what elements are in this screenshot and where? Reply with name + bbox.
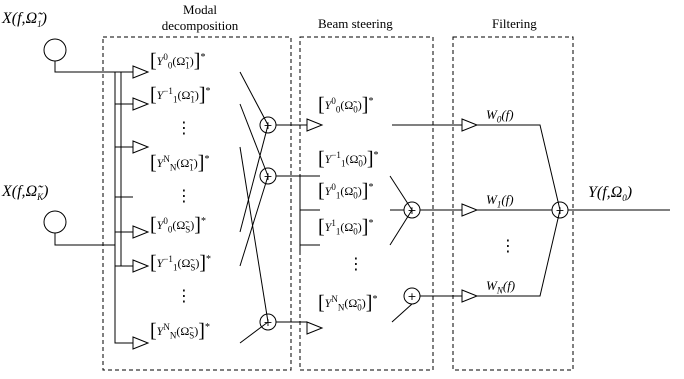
vdots: ⋮ — [176, 118, 192, 137]
modal-coeff-4: [Y00(Ω̃S)]* — [150, 214, 206, 236]
filtering-box — [452, 36, 574, 371]
modal-gain-4 — [132, 225, 150, 239]
beam-gain-2 — [306, 321, 324, 335]
plus-sign: + — [263, 170, 272, 183]
filter-gain-N — [461, 289, 479, 303]
beam-header: Beam steering — [318, 16, 393, 31]
modal-gain-5 — [132, 259, 150, 273]
plus-sign: + — [263, 119, 272, 132]
input-K-label: X(f,Ω̃K) — [2, 183, 49, 203]
vdots: ⋮ — [176, 186, 192, 205]
filter-header: Filtering — [492, 16, 537, 31]
vdots: ⋮ — [348, 254, 364, 273]
filter-gain-0 — [461, 118, 479, 132]
modal-gain-6 — [132, 336, 150, 350]
modal-coeff-6: [YNN(Ω̃S)]* — [150, 320, 210, 342]
filter-gain-1 — [461, 203, 479, 217]
filter-label-1: W1(f) — [486, 192, 514, 210]
beam-coeff-3: [Y01(Ω̃0)]* — [318, 180, 374, 202]
modal-gain-3 — [132, 140, 150, 154]
output-label: Y(f,Ω0) — [588, 184, 633, 204]
modal-gain-1 — [132, 65, 150, 79]
filter-label-N: WN(f) — [486, 278, 516, 296]
filter-label-0: W0(f) — [486, 107, 514, 125]
plus-sign: + — [407, 204, 416, 217]
modal-decomposition-box — [102, 36, 292, 371]
plus-sign: + — [263, 316, 272, 329]
beam-coeff-2: [Y−11(Ω̃0)]* — [318, 148, 379, 170]
plus-sign: + — [407, 290, 416, 303]
modal-gain-2 — [132, 97, 150, 111]
input-1-label: X(f,Ω̃1) — [2, 10, 47, 30]
beam-gain-1 — [306, 118, 324, 132]
input-source-1 — [43, 38, 67, 62]
beam-coeff-4: [Y11(Ω̃0)]* — [318, 216, 374, 238]
vdots: ⋮ — [176, 286, 192, 305]
input-source-K — [43, 210, 67, 234]
modal-coeff-2: [Y−11(Ω̃1)]* — [150, 84, 211, 106]
modal-coeff-3: [YNN(Ω̃1)]* — [150, 152, 210, 174]
plus-sign: + — [555, 204, 564, 217]
modal-coeff-5: [Y−11(Ω̃S)]* — [150, 252, 212, 274]
beam-coeff-5: [YNN(Ω̃0)]* — [318, 292, 378, 314]
modal-coeff-1: [Y00(Ω̃1)]* — [150, 50, 206, 72]
modal-header: Modal decomposition — [161, 2, 239, 33]
beam-coeff-1: [Y00(Ω̃0)]* — [318, 94, 374, 116]
vdots: ⋮ — [500, 236, 516, 255]
